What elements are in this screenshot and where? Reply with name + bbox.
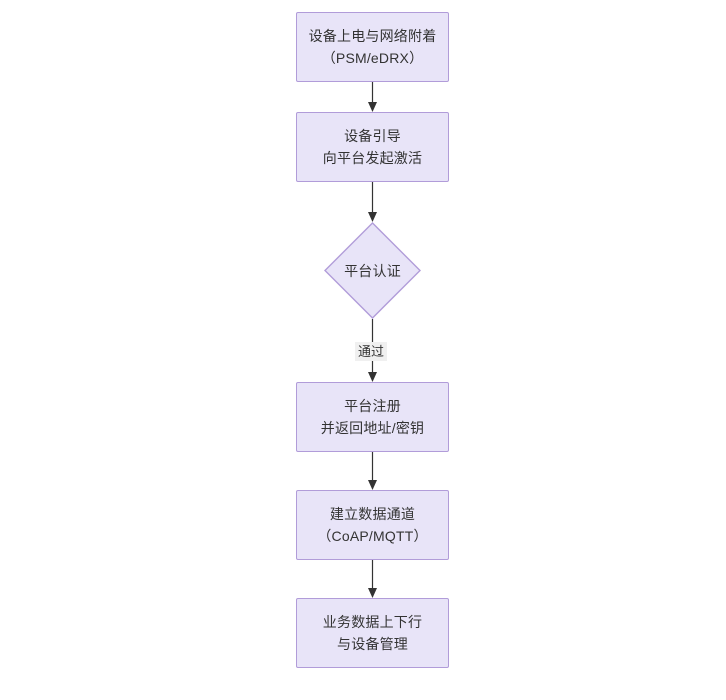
flow-node-bootstrap[interactable]: 设备引导 向平台发起激活	[296, 112, 449, 182]
edge-n5-n6	[368, 560, 377, 598]
flow-node-label: 平台认证	[344, 262, 401, 279]
flow-node-power-on[interactable]: 设备上电与网络附着 （PSM/eDRX）	[296, 12, 449, 82]
diamond-shape	[324, 222, 421, 319]
flow-node-label: 平台注册 并返回地址/密钥	[320, 398, 425, 436]
flow-node-label: 设备上电与网络附着 （PSM/eDRX）	[308, 28, 437, 66]
edge-label-pass: 通过	[355, 342, 388, 361]
edge-n4-n5	[368, 452, 377, 490]
flow-node-label: 建立数据通道 （CoAP/MQTT）	[317, 506, 428, 544]
edge-n1-n2	[368, 82, 377, 112]
flow-node-label: 业务数据上下行 与设备管理	[322, 614, 423, 652]
flow-node-label: 设备引导 向平台发起激活	[322, 128, 423, 166]
flow-node-service-data[interactable]: 业务数据上下行 与设备管理	[296, 598, 449, 668]
flow-node-platform-register[interactable]: 平台注册 并返回地址/密钥	[296, 382, 449, 452]
flow-node-data-channel[interactable]: 建立数据通道 （CoAP/MQTT）	[296, 490, 449, 560]
flow-node-platform-auth[interactable]: 平台认证	[324, 222, 421, 319]
edge-n2-n3	[368, 182, 377, 222]
